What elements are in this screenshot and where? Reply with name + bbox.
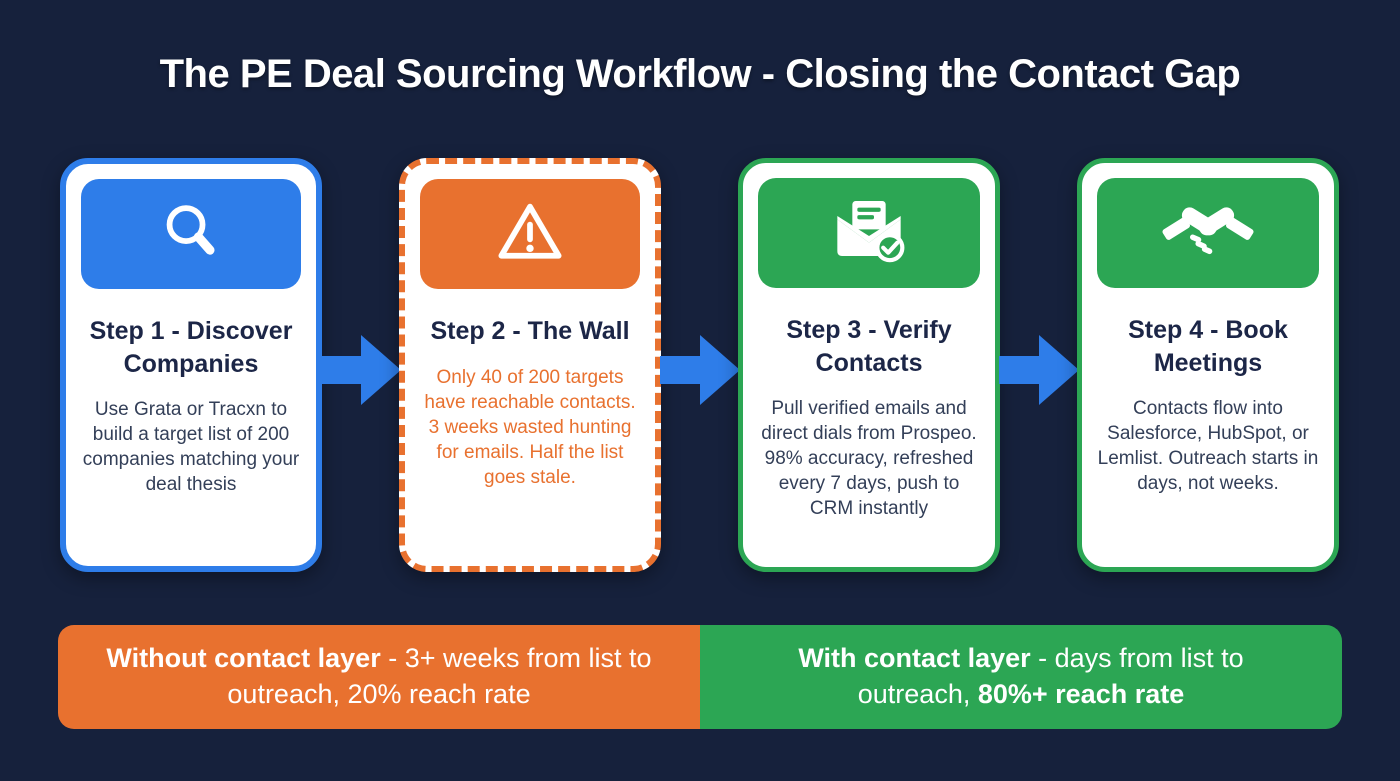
step-2-icon-box [420,179,640,289]
with-label: With contact layer [798,643,1031,674]
step-1-icon-box [81,179,301,289]
search-icon [158,199,224,270]
step-1-card: Step 1 - Discover Companies Use Grata or… [60,158,322,572]
arrow-right-icon [660,333,740,407]
step-2-description: Only 40 of 200 targets have reachable co… [424,366,636,488]
step-4-title: Step 4 - Book Meetings [1128,316,1288,377]
step-3-card: Step 3 - Verify Contacts Pull verified e… [738,158,1000,572]
step-4-card: Step 4 - Book Meetings Contacts flow int… [1077,158,1339,572]
without-label: Without contact layer [106,643,381,674]
step-3-icon-box [758,178,980,288]
step-2-card: Step 2 - The Wall Only 40 of 200 targets… [399,158,661,572]
with-detail: - days from list to outreach, [857,643,1244,709]
handshake-icon [1162,199,1254,268]
step-1-title: Step 1 - Discover Companies [89,317,293,378]
mail-verified-icon [829,196,909,271]
with-contact-layer-bar: With contact layer - days from list to o… [700,625,1342,729]
without-contact-layer-text: Without contact layer - 3+ weeks from li… [102,641,656,712]
without-contact-layer-bar: Without contact layer - 3+ weeks from li… [58,625,700,729]
warning-icon [494,199,566,270]
with-contact-layer-text: With contact layer - days from list to o… [744,641,1298,712]
step-3-description: Pull verified emails and direct dials fr… [761,398,977,520]
arrow-right-icon [321,333,401,407]
step-2-title: Step 2 - The Wall [430,317,630,345]
arrow-right-icon [999,333,1079,407]
page-title: The PE Deal Sourcing Workflow - Closing … [159,52,1241,96]
step-4-description: Contacts flow into Salesforce, HubSpot, … [1097,398,1319,495]
step-3-title: Step 3 - Verify Contacts [786,316,952,377]
step-1-description: Use Grata or Tracxn to build a target li… [82,399,300,496]
without-detail: - 3+ weeks from list to outreach, 20% re… [227,643,652,709]
with-highlight: 80%+ reach rate [977,679,1185,709]
step-4-icon-box [1097,178,1319,288]
